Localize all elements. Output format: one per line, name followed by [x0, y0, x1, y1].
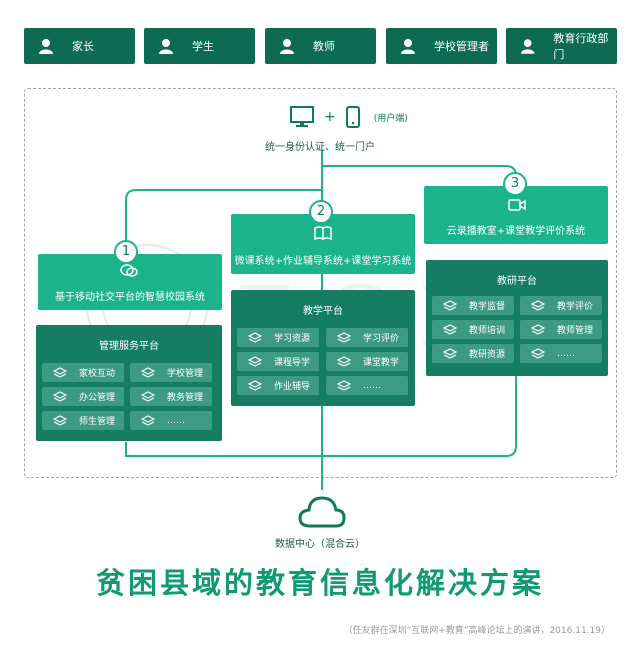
platform-item-label: 教研资源 — [469, 350, 506, 360]
feature-title: 基于移动社交平台的智慧校园系统 — [55, 292, 205, 303]
user-icon — [401, 39, 415, 54]
role-label: 家长 — [72, 40, 94, 53]
feature-title: 微课系统+作业辅导系统+课堂学习系统 — [234, 256, 412, 267]
platform-item-label: 教务管理 — [167, 393, 204, 403]
module-number-badge: 1 — [114, 240, 138, 264]
platform-item: 学习资源 — [237, 328, 319, 347]
platform-management: 管理服务平台 家校互动 学校管理 办公管理 教务管理 师生管理 …… — [36, 325, 222, 441]
layers-icon — [141, 414, 155, 426]
platform-item: 教学监督 — [432, 296, 514, 315]
platform-item-label: 课程导学 — [274, 358, 311, 368]
cloud-icon — [298, 496, 346, 528]
chat-icon — [120, 264, 138, 277]
user-icon — [159, 39, 173, 54]
layers-icon — [531, 323, 545, 335]
platform-item-label: 学校管理 — [167, 369, 204, 379]
platform-item: 教务管理 — [130, 387, 212, 406]
layers-icon — [53, 414, 67, 426]
platform-item: …… — [130, 411, 212, 430]
platform-item: 教研资源 — [432, 344, 514, 363]
layers-icon — [141, 366, 155, 378]
layers-icon — [53, 366, 67, 378]
platform-item-label: 教学监督 — [469, 302, 506, 312]
module-number-badge: 2 — [309, 200, 333, 224]
platform-research: 教研平台 教学监督 教学评价 教师培训 教师管理 教研资源 …… — [426, 260, 608, 376]
platform-item-label: 学习资源 — [274, 334, 311, 344]
platform-item: 课堂教学 — [326, 352, 408, 371]
platform-item: …… — [326, 376, 408, 395]
platform-item-label: 家校互动 — [79, 369, 116, 379]
platform-item: 教师培训 — [432, 320, 514, 339]
user-devices: + (用户端) — [290, 106, 408, 128]
platform-item: 学校管理 — [130, 363, 212, 382]
module-number-badge: 3 — [503, 172, 527, 196]
feature-micro-course: 微课系统+作业辅导系统+课堂学习系统 — [231, 214, 415, 274]
user-icon — [39, 39, 53, 54]
user-icon — [280, 39, 294, 54]
layers-icon — [141, 390, 155, 402]
platform-item: 家校互动 — [42, 363, 124, 382]
platform-title: 教研平台 — [497, 276, 537, 287]
platform-item-label: 教师培训 — [469, 326, 506, 336]
role-edu-department: 教育行政部门 — [506, 28, 617, 64]
layers-icon — [531, 299, 545, 311]
platform-item-label: 师生管理 — [79, 417, 116, 427]
platform-teaching: 教学平台 学习资源 学习评价 课程导学 课堂教学 作业辅导 …… — [231, 290, 415, 406]
unified-auth-label: 统一身份认证、统一门户 — [265, 142, 375, 153]
user-icon — [520, 39, 535, 54]
platform-item: 办公管理 — [42, 387, 124, 406]
page-title: 贫困县域的教育信息化解决方案 — [95, 566, 544, 600]
platform-item-label: …… — [167, 415, 185, 426]
layers-icon — [337, 331, 351, 343]
data-center-label: 数据中心（混合云） — [275, 539, 365, 550]
role-teacher: 教师 — [265, 28, 376, 64]
book-icon — [314, 226, 332, 240]
layers-icon — [248, 355, 262, 367]
user-end-note: (用户端) — [373, 113, 408, 124]
platform-title: 管理服务平台 — [99, 341, 159, 352]
role-label: 教师 — [313, 40, 335, 53]
role-label: 教育行政部门 — [553, 32, 609, 61]
platform-item: 学习评价 — [326, 328, 408, 347]
role-label: 学校管理者 — [434, 40, 489, 53]
feature-smart-campus: 基于移动社交平台的智慧校园系统 — [38, 254, 222, 310]
mobile-phone-icon — [345, 106, 360, 128]
monitor-icon — [290, 106, 314, 127]
layers-icon — [531, 347, 545, 359]
layers-icon — [248, 331, 262, 343]
platform-item-label: …… — [363, 380, 381, 391]
role-parent: 家长 — [24, 28, 135, 64]
layers-icon — [337, 379, 351, 391]
source-citation: （任友群在深圳“互联网+教育”高峰论坛上的演讲，2016.11.19） — [343, 626, 610, 636]
role-label: 学生 — [192, 40, 214, 53]
platform-item: 作业辅导 — [237, 376, 319, 395]
platform-item-label: 课堂教学 — [363, 358, 400, 368]
platform-item: 课程导学 — [237, 352, 319, 371]
video-camera-icon — [508, 199, 526, 211]
platform-title: 教学平台 — [303, 306, 343, 317]
platform-item: 教师管理 — [520, 320, 602, 339]
platform-item-label: 教学评价 — [557, 302, 594, 312]
platform-item: 师生管理 — [42, 411, 124, 430]
feature-title: 云录播教室+课堂教学评价系统 — [446, 226, 586, 237]
layers-icon — [443, 323, 457, 335]
role-student: 学生 — [144, 28, 255, 64]
layers-icon — [443, 347, 457, 359]
platform-item-label: 教师管理 — [557, 326, 594, 336]
system-frame — [24, 88, 617, 478]
platform-item: …… — [520, 344, 602, 363]
platform-item-label: 作业辅导 — [274, 382, 311, 392]
plus-sign: + — [324, 109, 336, 125]
platform-item-label: …… — [557, 348, 575, 359]
platform-item-label: 办公管理 — [79, 393, 116, 403]
role-school-admin: 学校管理者 — [386, 28, 497, 64]
layers-icon — [53, 390, 67, 402]
platform-item: 教学评价 — [520, 296, 602, 315]
platform-item-label: 学习评价 — [363, 334, 400, 344]
layers-icon — [248, 379, 262, 391]
layers-icon — [443, 299, 457, 311]
layers-icon — [337, 355, 351, 367]
